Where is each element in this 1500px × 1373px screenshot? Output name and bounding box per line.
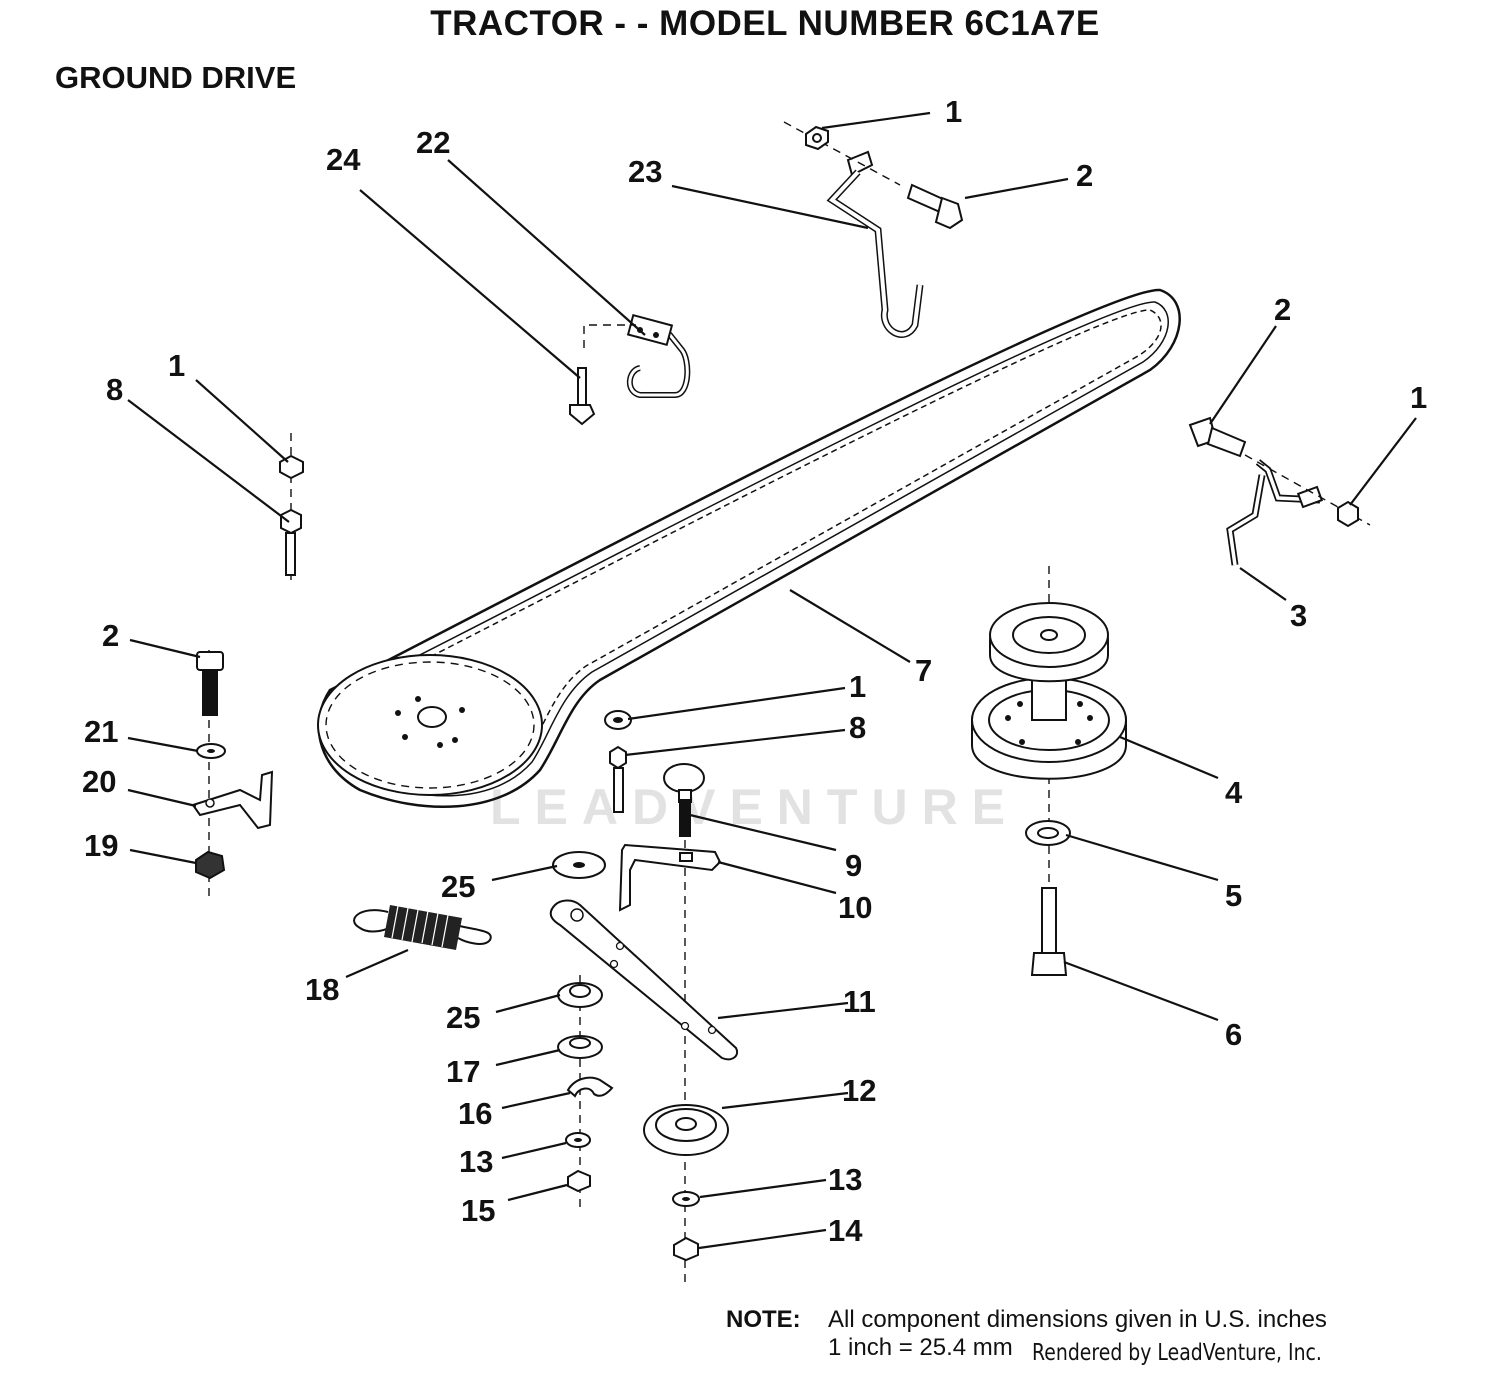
callout-number: 4 <box>1225 775 1243 810</box>
callout-number: 16 <box>458 1096 492 1131</box>
callout-number: 13 <box>828 1162 862 1197</box>
callout-number: 21 <box>84 714 118 749</box>
callout-number: 24 <box>326 142 361 177</box>
stud-bolt-left <box>279 433 304 580</box>
section-title: GROUND DRIVE <box>55 60 297 95</box>
diagram-title: TRACTOR - - MODEL NUMBER 6C1A7E <box>430 4 1100 43</box>
callout-number: 13 <box>459 1144 493 1179</box>
callout-number: 1 <box>945 94 962 129</box>
engine-pulley <box>317 654 543 796</box>
callout-number: 8 <box>849 710 866 745</box>
callout-number: 18 <box>305 972 339 1007</box>
note-line-2: 1 inch = 25.4 mm <box>828 1334 1013 1361</box>
idler-arm-assembly <box>549 710 738 1285</box>
callout-number: 7 <box>915 653 932 688</box>
callout-number: 2 <box>1274 292 1291 327</box>
callout-number: 5 <box>1225 878 1242 913</box>
tension-spring <box>353 905 492 950</box>
callout-number: 23 <box>628 154 662 189</box>
callout-number: 11 <box>843 984 876 1019</box>
callout-number: 1 <box>168 348 185 383</box>
callout-number: 22 <box>416 125 450 160</box>
callout-number: 17 <box>446 1054 480 1089</box>
watermark-text: LEADVENTURE <box>490 779 1020 835</box>
belt-guide-upper <box>783 121 964 338</box>
callout-number: 6 <box>1225 1017 1242 1052</box>
note-label: NOTE: <box>726 1306 801 1333</box>
callout-number: 3 <box>1290 598 1307 633</box>
bracket-assembly-left <box>191 650 274 900</box>
callout-number: 2 <box>102 618 119 653</box>
callout-number: 25 <box>446 1000 480 1035</box>
callout-number: 2 <box>1076 158 1093 193</box>
callout-number: 12 <box>842 1073 876 1108</box>
callout-number: 14 <box>828 1213 863 1248</box>
callout-number: 9 <box>845 848 862 883</box>
callout-number: 25 <box>441 869 475 904</box>
belt-guide-right <box>1188 416 1371 566</box>
callout-labels: 1 2 23 24 22 2 1 1 8 3 7 1 8 4 2 21 20 1… <box>82 94 1427 1248</box>
credit-text: Rendered by LeadVenture, Inc. <box>1032 1340 1322 1366</box>
callout-number: 1 <box>1410 380 1427 415</box>
callout-number: 8 <box>106 372 123 407</box>
transmission-pulley <box>971 566 1127 976</box>
note-line-1: All component dimensions given in U.S. i… <box>828 1306 1327 1333</box>
belt-guide-small <box>569 313 691 426</box>
callout-number: 10 <box>838 890 872 925</box>
leader-lines <box>127 111 1417 1250</box>
callout-number: 15 <box>461 1193 495 1228</box>
callout-number: 20 <box>82 764 116 799</box>
callout-number: 1 <box>849 669 866 704</box>
callout-number: 19 <box>84 828 118 863</box>
